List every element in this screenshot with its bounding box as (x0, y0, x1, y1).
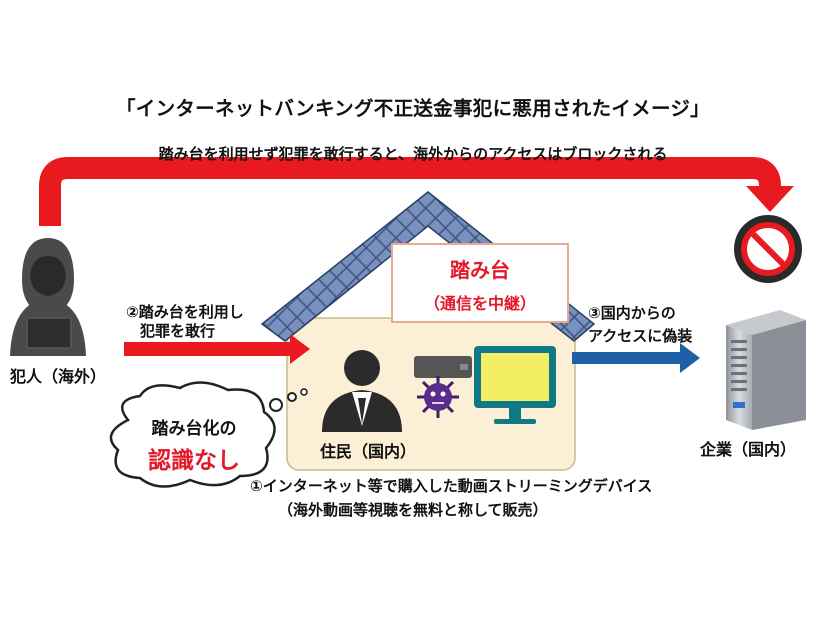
relay-house (260, 191, 596, 471)
step1-label-line1: ①インターネット等で購入した動画ストリーミングデバイス (250, 477, 653, 495)
monitor-icon (474, 346, 556, 424)
relay-subtitle: （通信を中継） (423, 294, 536, 313)
prohibited-icon (734, 215, 802, 283)
relay-title: 踏み台 (450, 258, 510, 282)
relay-to-company-arrow (572, 343, 700, 373)
server-icon (726, 310, 806, 430)
streaming-device-icon (414, 356, 472, 378)
company-label: 企業（国内） (700, 440, 797, 459)
step3-label-line1: ③国内からの (588, 304, 676, 322)
criminal-label: 犯人（海外） (10, 367, 107, 386)
hooded-criminal-icon (10, 238, 86, 356)
step1-label-line2: （海外動画等視聴を無料と称して販売） (278, 501, 548, 519)
thought-bubble-icon (109, 381, 308, 488)
step2-label-line2: 犯罪を敢行 (140, 322, 216, 340)
virus-icon (417, 376, 459, 418)
criminal-to-relay-arrow (124, 334, 310, 364)
blocked-route-arrow (39, 157, 794, 226)
page-title: 「インターネットバンキング不正送金事犯に悪用されたイメージ」 (115, 97, 710, 120)
resident-person-icon (322, 350, 402, 432)
step2-label-line1: ②踏み台を利用し (126, 303, 244, 321)
step3-label-line2: アクセスに偽装 (588, 327, 693, 345)
resident-label: 住民（国内） (320, 442, 417, 461)
bubble-text-line2: 認識なし (148, 448, 240, 474)
relay-box (391, 243, 569, 323)
bubble-text-line1: 踏み台化の (151, 419, 237, 439)
blocked-route-note: 踏み台を利用せず犯罪を敢行すると、海外からのアクセスはブロックされる (158, 145, 668, 163)
